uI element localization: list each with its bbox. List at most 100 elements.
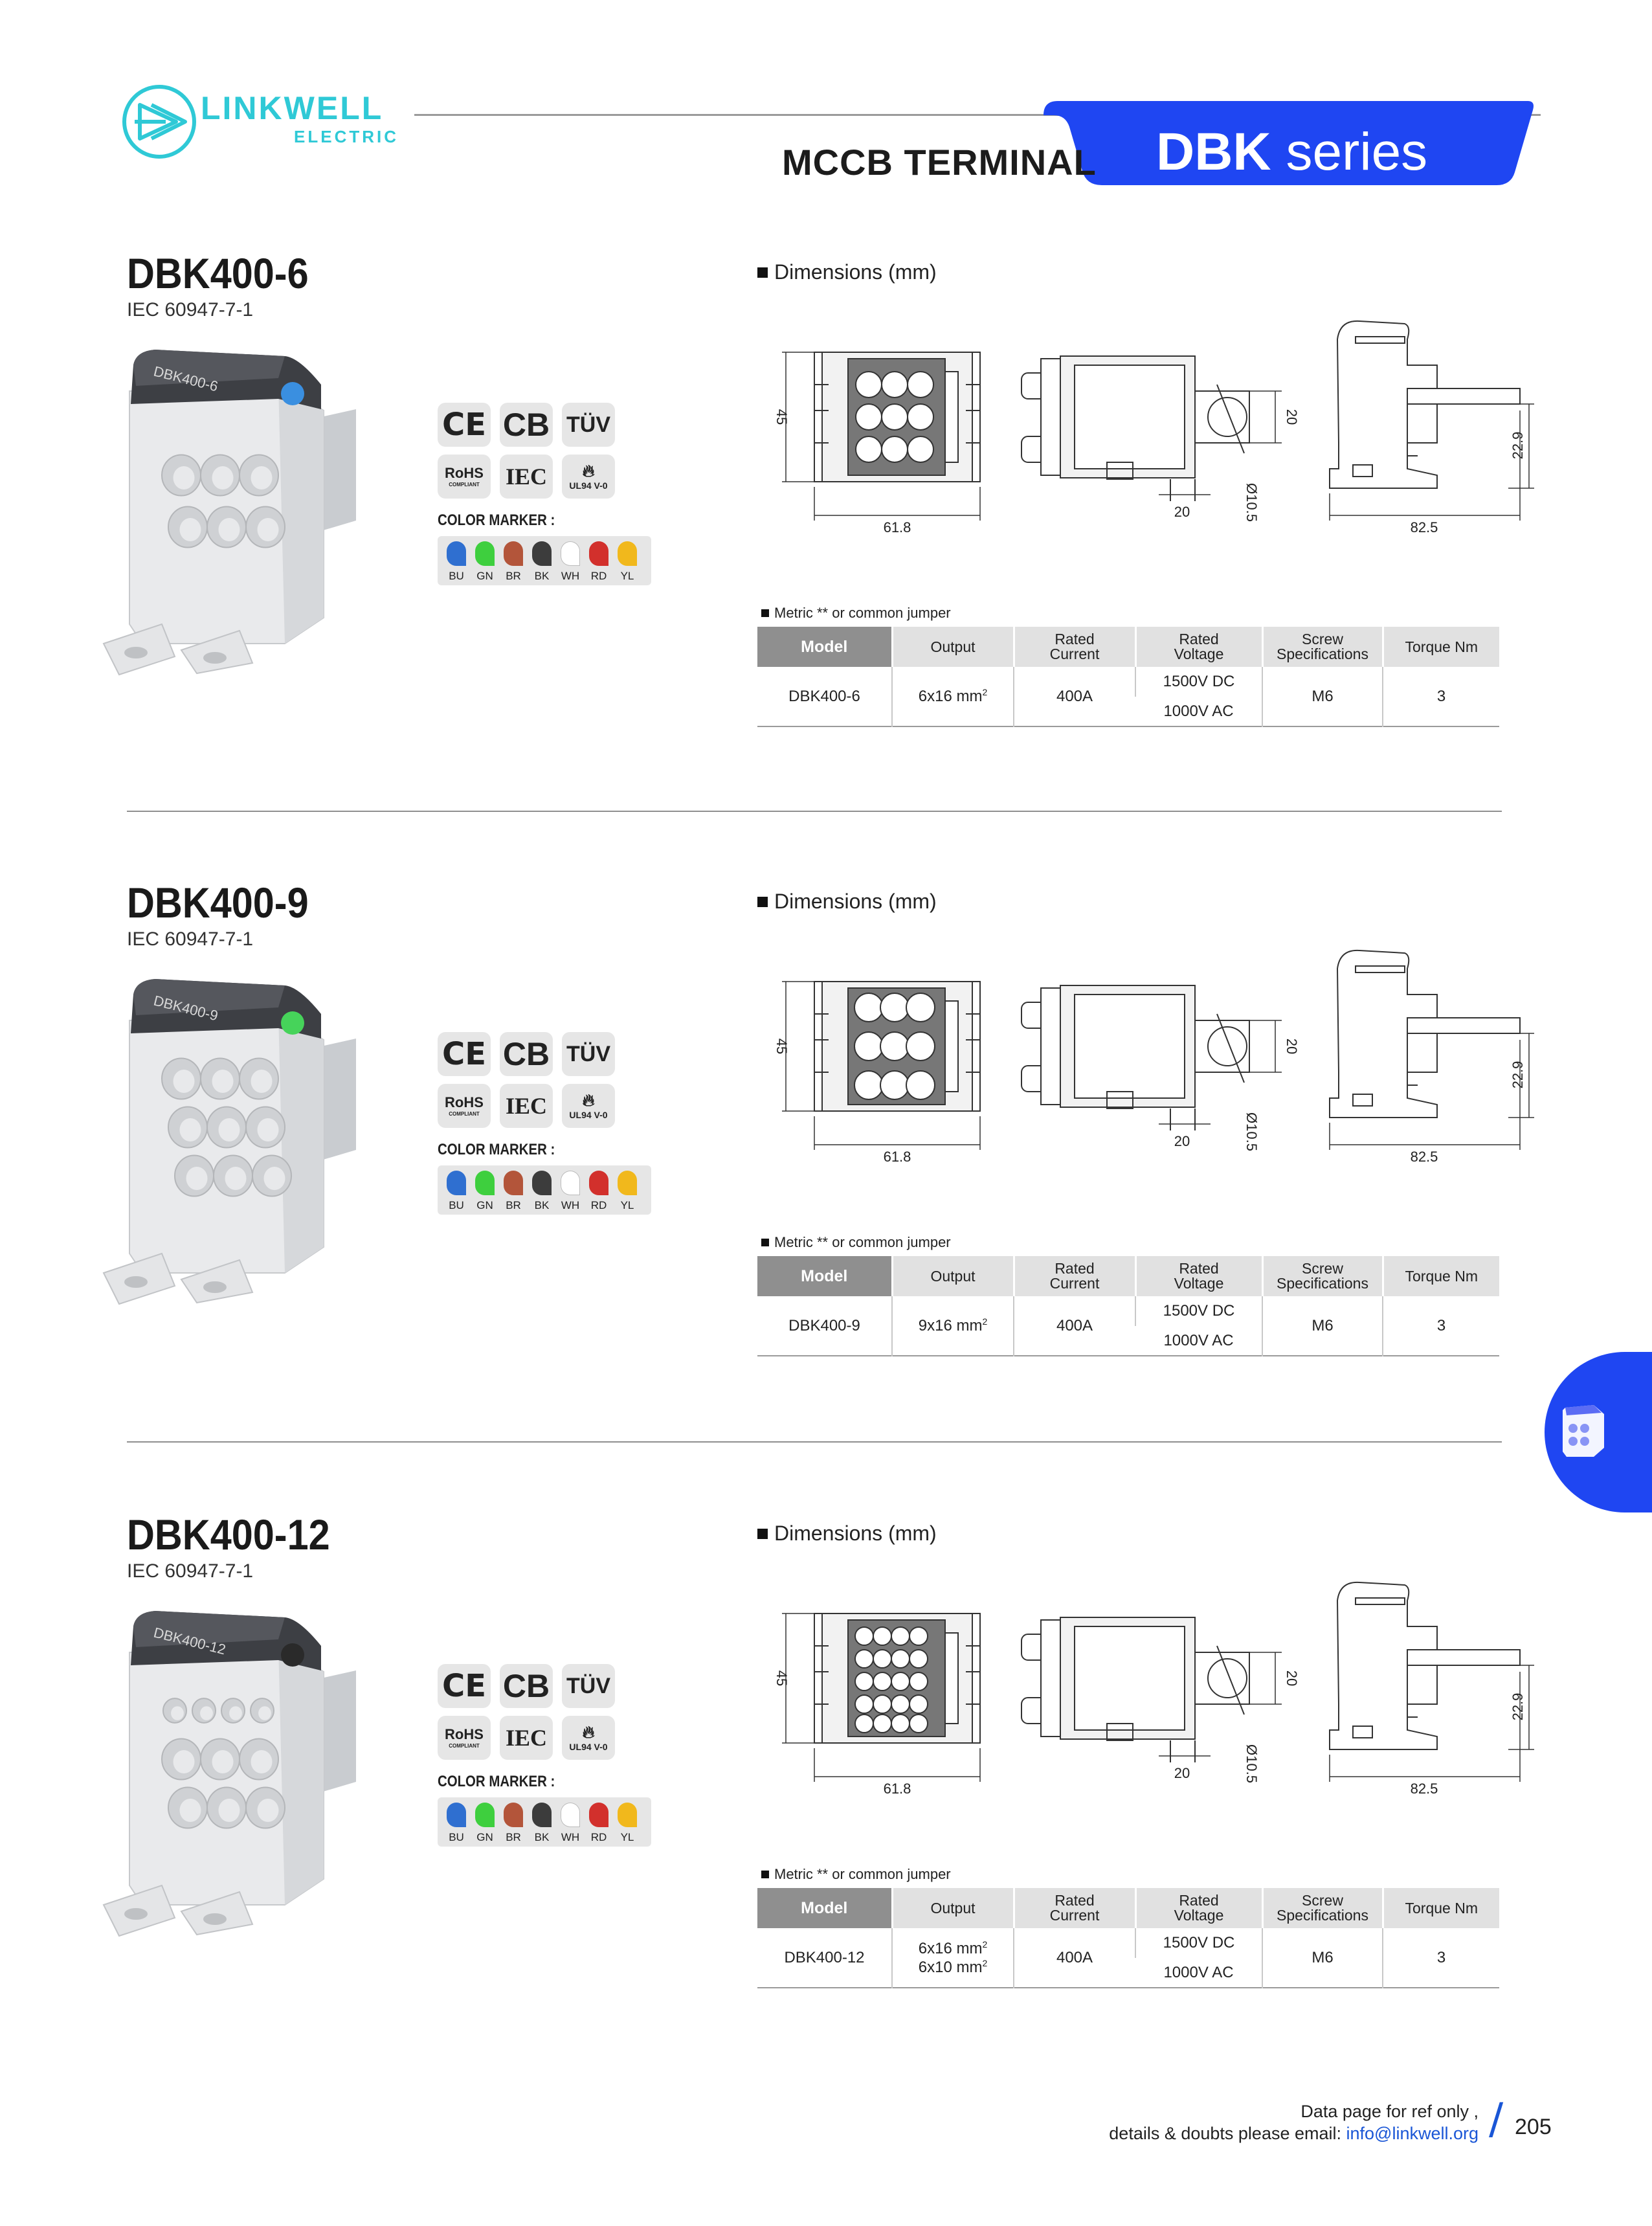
table-row: DBK400-9 9x16 mm2 400A 1500V DC M6 3 bbox=[757, 1296, 1499, 1356]
dimensions-heading: Dimensions (mm) bbox=[757, 260, 937, 284]
color-swatch-bu bbox=[447, 541, 466, 566]
color-swatch-bk bbox=[532, 1171, 552, 1195]
color-swatch-label: BR bbox=[506, 570, 521, 582]
dim-82-5-label: 82.5 bbox=[1411, 519, 1438, 535]
cb-mark-icon: CB bbox=[500, 1664, 553, 1708]
color-swatch-label: YL bbox=[620, 570, 634, 582]
metric-note: Metric ** or common jumper bbox=[761, 605, 951, 622]
product-section-3: DBK400-12 IEC 60947-7-1 DBK400-12 CE CB … bbox=[0, 1510, 1652, 2138]
color-swatch-wh bbox=[561, 1803, 580, 1827]
color-swatch-label: BK bbox=[534, 1199, 550, 1211]
dim-20-horizontal-label: 20 bbox=[1174, 1765, 1190, 1781]
cell-model: DBK400-6 bbox=[788, 687, 860, 705]
col-output: Output bbox=[891, 627, 1014, 667]
cell-torque: 3 bbox=[1382, 667, 1499, 726]
col-model: Model bbox=[757, 627, 892, 667]
col-torque: Torque Nm bbox=[1381, 1888, 1499, 1928]
footer-slash-icon: / bbox=[1489, 2094, 1504, 2144]
color-swatch-label: GN bbox=[476, 1831, 493, 1843]
dimension-drawing: 45 61.8 20 20 Ø10.5 bbox=[774, 949, 1534, 1165]
footer-disclaimer: Data page for ref only , bbox=[1300, 2102, 1479, 2121]
product-title: DBK400-9 bbox=[127, 879, 309, 927]
iec-mark-icon: IEC bbox=[500, 455, 553, 499]
color-swatch-label: RD bbox=[590, 1199, 607, 1211]
color-swatch-br bbox=[504, 1171, 523, 1195]
brand-subtitle: ELECTRIC bbox=[294, 127, 399, 146]
product-section-2: DBK400-9 IEC 60947-7-1 DBK400-9 CE CB TÜ… bbox=[0, 878, 1652, 1506]
dim-61-8-label: 61.8 bbox=[884, 519, 911, 535]
color-swatch-gn bbox=[475, 1171, 495, 1195]
cell-current: 400A bbox=[1013, 1928, 1135, 1988]
dim-diameter-label: Ø10.5 bbox=[1244, 1744, 1260, 1783]
col-torque: Torque Nm bbox=[1381, 627, 1499, 667]
color-swatch-rd bbox=[589, 541, 608, 566]
cell-screw: M6 bbox=[1262, 1296, 1383, 1356]
color-swatch-yl bbox=[618, 1171, 637, 1195]
color-swatch-yl bbox=[618, 1803, 637, 1827]
product-title: DBK400-12 bbox=[127, 1511, 330, 1558]
dim-82-5-label: 82.5 bbox=[1411, 1781, 1438, 1797]
dim-20-vertical-label: 20 bbox=[1284, 1670, 1300, 1686]
color-swatch-wh bbox=[561, 1171, 580, 1195]
dimension-drawing: 45 61.8 20 20 Ø10.5 bbox=[774, 1581, 1534, 1797]
ul94-flame-icon: 🔥︎UL94 V-0 bbox=[562, 1716, 615, 1760]
cell-torque: 3 bbox=[1382, 1928, 1499, 1988]
page-number: 205 bbox=[1515, 2115, 1552, 2139]
dim-45-label: 45 bbox=[774, 1039, 790, 1054]
color-swatch-label: BU bbox=[449, 1199, 464, 1211]
dim-22-9-label: 22.9 bbox=[1510, 432, 1526, 460]
footer-email-link[interactable]: info@linkwell.org bbox=[1346, 2124, 1479, 2143]
color-swatch-bu bbox=[447, 1171, 466, 1195]
color-swatch-bk bbox=[532, 1803, 552, 1827]
table-row: 1000V AC bbox=[757, 1326, 1499, 1356]
product-section-1: DBK400-6 IEC 60947-7-1 DBK400-6 CE CB TÜ… bbox=[0, 249, 1652, 877]
color-swatch-label: WH bbox=[561, 1831, 580, 1843]
col-model: Model bbox=[757, 1256, 892, 1296]
dim-22-9-label: 22.9 bbox=[1510, 1693, 1526, 1721]
dim-45-label: 45 bbox=[774, 409, 790, 425]
product-image: DBK400-6 bbox=[102, 350, 356, 676]
color-swatch-bu bbox=[447, 1803, 466, 1827]
color-swatch-label: BK bbox=[534, 1831, 550, 1843]
col-torque: Torque Nm bbox=[1381, 1256, 1499, 1296]
cell-output: 6x16 mm2 bbox=[891, 667, 1014, 726]
series-rest: series bbox=[1271, 122, 1428, 181]
color-swatch-rd bbox=[589, 1803, 608, 1827]
ul94-flame-icon: 🔥︎UL94 V-0 bbox=[562, 455, 615, 499]
metric-note: Metric ** or common jumper bbox=[761, 1234, 951, 1251]
col-output: Output bbox=[891, 1256, 1014, 1296]
cell-model: DBK400-9 bbox=[788, 1316, 860, 1334]
color-swatch-label: WH bbox=[561, 570, 580, 582]
color-marker-title: COLOR MARKER : bbox=[438, 512, 555, 529]
col-output: Output bbox=[891, 1888, 1014, 1928]
series-tab-shape bbox=[1044, 101, 1534, 185]
table-row: DBK400-6 6x16 mm2 400A 1500V DC M6 3 bbox=[757, 667, 1499, 726]
color-swatch-label: GN bbox=[476, 1199, 493, 1211]
cb-mark-icon: CB bbox=[500, 1032, 553, 1076]
cell-voltage-ac: 1000V AC bbox=[1163, 1331, 1234, 1349]
cell-current: 400A bbox=[1013, 667, 1135, 726]
dim-45-label: 45 bbox=[774, 1670, 790, 1686]
dim-82-5-label: 82.5 bbox=[1411, 1149, 1438, 1165]
cell-voltage-ac: 1000V AC bbox=[1163, 1963, 1234, 1981]
series-bold: DBK bbox=[1156, 122, 1271, 181]
product-image: DBK400-12 bbox=[102, 1611, 356, 1937]
cell-model: DBK400-12 bbox=[784, 1948, 865, 1966]
cell-voltage-dc: 1500V DC bbox=[1135, 667, 1262, 697]
color-swatch-bk bbox=[532, 541, 552, 566]
